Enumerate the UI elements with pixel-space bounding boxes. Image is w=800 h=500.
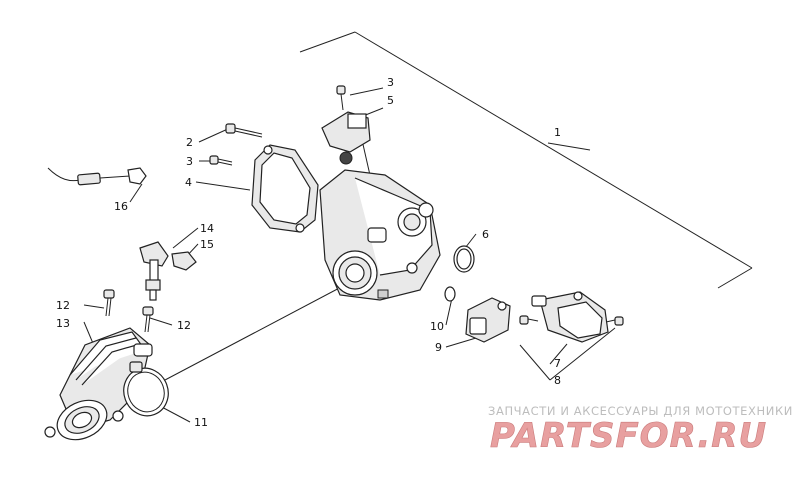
watermark-logo-text: PARTSFOR.RU [490, 416, 767, 454]
throttle-body [319, 169, 441, 301]
callout-2: 2 [186, 136, 193, 149]
callout-labels: 1 2 3 3 4 5 6 7 8 9 10 11 12 12 13 14 15… [56, 76, 561, 429]
watermark-logo: PARTSFOR.RU [490, 416, 767, 454]
temperature-sensor [139, 241, 197, 301]
callout-10: 10 [430, 320, 444, 333]
callout-5: 5 [387, 94, 394, 107]
intake-boot [44, 327, 153, 441]
callout-3a: 3 [186, 155, 193, 168]
throttle-position-sensor [321, 85, 371, 165]
callout-15: 15 [200, 238, 214, 251]
callout-4: 4 [185, 176, 192, 189]
o-ring-small [444, 286, 456, 302]
throttle-cover [251, 144, 319, 233]
callout-1: 1 [554, 126, 561, 139]
assembly-bracket [299, 31, 753, 289]
watermark-tagline: ЗАПЧАСТИ И АКСЕССУАРЫ ДЛЯ МОТОТЕХНИКИ [488, 404, 793, 418]
callout-7: 7 [554, 357, 561, 370]
map-sensor [465, 297, 511, 343]
throttle-cable [47, 167, 147, 186]
cover-screws [209, 123, 263, 166]
callout-14: 14 [200, 222, 214, 235]
callout-3b: 3 [387, 76, 394, 89]
callout-11: 11 [194, 416, 208, 429]
callout-8: 8 [554, 374, 561, 387]
o-ring-large [453, 245, 475, 273]
hose-clamp [123, 361, 169, 417]
callout-12a: 12 [56, 299, 70, 312]
callout-12b: 12 [177, 319, 191, 332]
callout-13: 13 [56, 317, 70, 330]
callout-9: 9 [435, 341, 442, 354]
callout-6: 6 [482, 228, 489, 241]
callout-16: 16 [114, 200, 128, 213]
intake-bolts [103, 289, 154, 333]
idle-air-control-valve [531, 291, 609, 343]
valve-screws [519, 315, 624, 326]
